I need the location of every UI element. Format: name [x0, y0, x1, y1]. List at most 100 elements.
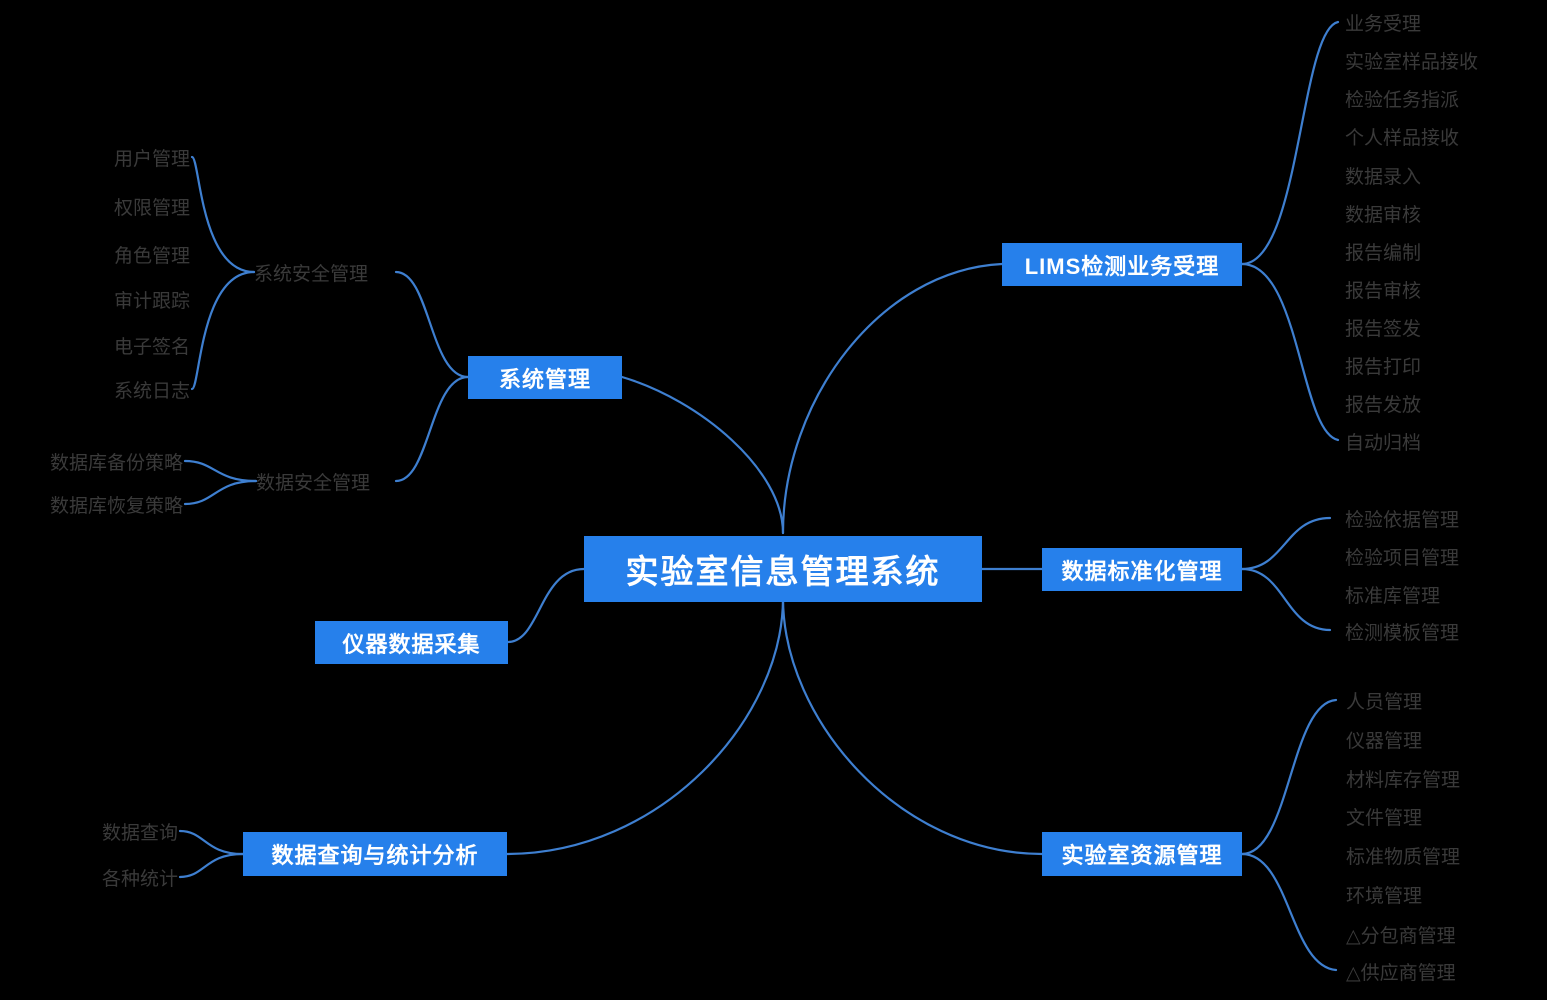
- leaf-lims-10[interactable]: 报告打印: [1345, 351, 1421, 379]
- leaf-datasecurity-1[interactable]: 数据库备份策略: [0, 447, 187, 475]
- leaf-lims-8[interactable]: 报告审核: [1345, 275, 1421, 303]
- leaf-lims-6-label: 数据审核: [1345, 204, 1422, 226]
- branch-system-management-label: 系统管理: [498, 366, 591, 392]
- leaf-security-5[interactable]: 电子签名: [0, 331, 194, 359]
- leaf-lims-5-label: 数据录入: [1345, 166, 1422, 188]
- edge-datasecurity-to-first: [183, 459, 258, 483]
- branch-query-statistics-label: 数据查询与统计分析: [271, 843, 479, 868]
- branch-data-standardization[interactable]: 数据标准化管理: [1042, 548, 1242, 591]
- leaf-datastd-2-label: 检验项目管理: [1345, 547, 1460, 569]
- leaf-labres-5[interactable]: 标准物质管理: [1346, 841, 1460, 869]
- leaf-labres-1[interactable]: 人员管理: [1346, 686, 1422, 714]
- node-data-security-management[interactable]: 数据安全管理: [256, 467, 404, 495]
- leaf-lims-1-label: 业务受理: [1345, 13, 1422, 35]
- leaf-lims-11[interactable]: 报告发放: [1345, 389, 1421, 417]
- leaf-labres-6-label: 环境管理: [1346, 885, 1423, 907]
- node-system-security-management[interactable]: 系统安全管理: [254, 258, 402, 286]
- leaf-security-4-label: 审计跟踪: [113, 290, 190, 312]
- branch-lims-acceptance[interactable]: LIMS检测业务受理: [1002, 243, 1242, 286]
- edge-system-to-datasecurity: [394, 375, 470, 483]
- edge-lims-to-first: [1240, 20, 1340, 266]
- leaf-lims-9[interactable]: 报告签发: [1345, 313, 1421, 341]
- node-system-security-management-label: 系统安全管理: [254, 263, 369, 285]
- leaf-lims-1[interactable]: 业务受理: [1345, 8, 1421, 36]
- leaf-lims-7-label: 报告编制: [1345, 242, 1422, 264]
- leaf-labres-8[interactable]: △供应商管理: [1346, 957, 1456, 985]
- branch-instrument-data-collection[interactable]: 仪器数据采集: [315, 621, 508, 664]
- branch-system-management[interactable]: 系统管理: [468, 356, 622, 399]
- branch-lab-resources[interactable]: 实验室资源管理: [1042, 832, 1242, 876]
- leaf-security-3[interactable]: 角色管理: [0, 240, 194, 268]
- edge-system-to-security: [394, 270, 470, 379]
- leaf-query-2[interactable]: 各种统计: [0, 863, 182, 891]
- leaf-query-1[interactable]: 数据查询: [0, 817, 182, 845]
- leaf-lims-11-label: 报告发放: [1345, 394, 1422, 416]
- edge-lims-to-last: [1240, 262, 1340, 442]
- leaf-lims-3-label: 检验任务指派: [1345, 89, 1460, 111]
- leaf-datasecurity-2[interactable]: 数据库恢复策略: [0, 490, 187, 518]
- leaf-labres-3[interactable]: 材料库存管理: [1346, 764, 1460, 792]
- leaf-query-1-label: 数据查询: [101, 822, 178, 844]
- leaf-datastd-3-label: 标准库管理: [1345, 585, 1441, 607]
- leaf-datastd-4[interactable]: 检测模板管理: [1345, 617, 1459, 645]
- leaf-query-2-label: 各种统计: [101, 868, 178, 890]
- leaf-lims-5[interactable]: 数据录入: [1345, 161, 1421, 189]
- leaf-security-1-label: 用户管理: [113, 148, 190, 170]
- branch-query-statistics[interactable]: 数据查询与统计分析: [243, 832, 507, 876]
- center-node[interactable]: 实验室信息管理系统: [584, 536, 982, 602]
- branch-data-standardization-label: 数据标准化管理: [1061, 558, 1223, 584]
- edge-security-to-first: [190, 155, 256, 274]
- leaf-datastd-1[interactable]: 检验依据管理: [1345, 504, 1459, 532]
- edge-labres-to-last: [1240, 852, 1338, 972]
- edge-center-to-system-management: [620, 375, 785, 535]
- edge-center-to-query: [505, 596, 785, 856]
- leaf-lims-6[interactable]: 数据审核: [1345, 199, 1421, 227]
- leaf-lims-12-label: 自动归档: [1345, 432, 1422, 454]
- branch-lab-resources-label: 实验室资源管理: [1061, 843, 1223, 868]
- leaf-security-2[interactable]: 权限管理: [0, 192, 194, 220]
- leaf-lims-3[interactable]: 检验任务指派: [1345, 84, 1459, 112]
- leaf-labres-4[interactable]: 文件管理: [1346, 802, 1422, 830]
- leaf-labres-4-label: 文件管理: [1346, 807, 1423, 829]
- leaf-labres-3-label: 材料库存管理: [1346, 769, 1461, 791]
- leaf-security-4[interactable]: 审计跟踪: [0, 285, 194, 313]
- leaf-datastd-2[interactable]: 检验项目管理: [1345, 542, 1459, 570]
- center-node-label: 实验室信息管理系统: [625, 553, 941, 590]
- leaf-labres-7-label: △分包商管理: [1346, 925, 1456, 947]
- node-data-security-management-label: 数据安全管理: [256, 472, 371, 494]
- leaf-datastd-4-label: 检测模板管理: [1345, 622, 1460, 644]
- leaf-lims-4[interactable]: 个人样品接收: [1345, 122, 1459, 150]
- leaf-labres-8-label: △供应商管理: [1346, 962, 1456, 984]
- leaf-datastd-1-label: 检验依据管理: [1345, 509, 1460, 531]
- edge-datastd-to-first: [1240, 516, 1332, 571]
- edge-query-to-last: [178, 852, 245, 879]
- leaf-datasecurity-1-label: 数据库备份策略: [49, 452, 183, 474]
- leaf-labres-1-label: 人员管理: [1346, 691, 1423, 713]
- edge-center-to-instrument: [506, 567, 586, 644]
- leaf-labres-6[interactable]: 环境管理: [1346, 880, 1422, 908]
- leaf-lims-7[interactable]: 报告编制: [1345, 237, 1421, 265]
- leaf-lims-9-label: 报告签发: [1345, 318, 1422, 340]
- leaf-lims-4-label: 个人样品接收: [1345, 127, 1460, 149]
- leaf-lims-12[interactable]: 自动归档: [1345, 427, 1421, 455]
- edge-security-to-last: [190, 270, 256, 391]
- edge-center-to-lab-resources: [781, 596, 1044, 856]
- leaf-security-6[interactable]: 系统日志: [0, 375, 194, 403]
- leaf-security-2-label: 权限管理: [113, 197, 190, 219]
- leaf-labres-5-label: 标准物质管理: [1346, 846, 1461, 868]
- edge-datastd-to-last: [1240, 567, 1332, 632]
- edge-center-to-lims: [781, 262, 1004, 535]
- edge-labres-to-first: [1240, 698, 1338, 856]
- leaf-datastd-3[interactable]: 标准库管理: [1345, 580, 1440, 608]
- leaf-labres-7[interactable]: △分包商管理: [1346, 920, 1456, 948]
- leaf-lims-10-label: 报告打印: [1345, 356, 1422, 378]
- leaf-security-1[interactable]: 用户管理: [0, 143, 194, 171]
- leaf-lims-2-label: 实验室样品接收: [1345, 51, 1479, 73]
- leaf-lims-8-label: 报告审核: [1345, 280, 1422, 302]
- edge-query-to-first: [178, 829, 245, 856]
- leaf-lims-2[interactable]: 实验室样品接收: [1345, 46, 1478, 74]
- leaf-security-3-label: 角色管理: [113, 245, 190, 267]
- leaf-labres-2[interactable]: 仪器管理: [1346, 725, 1422, 753]
